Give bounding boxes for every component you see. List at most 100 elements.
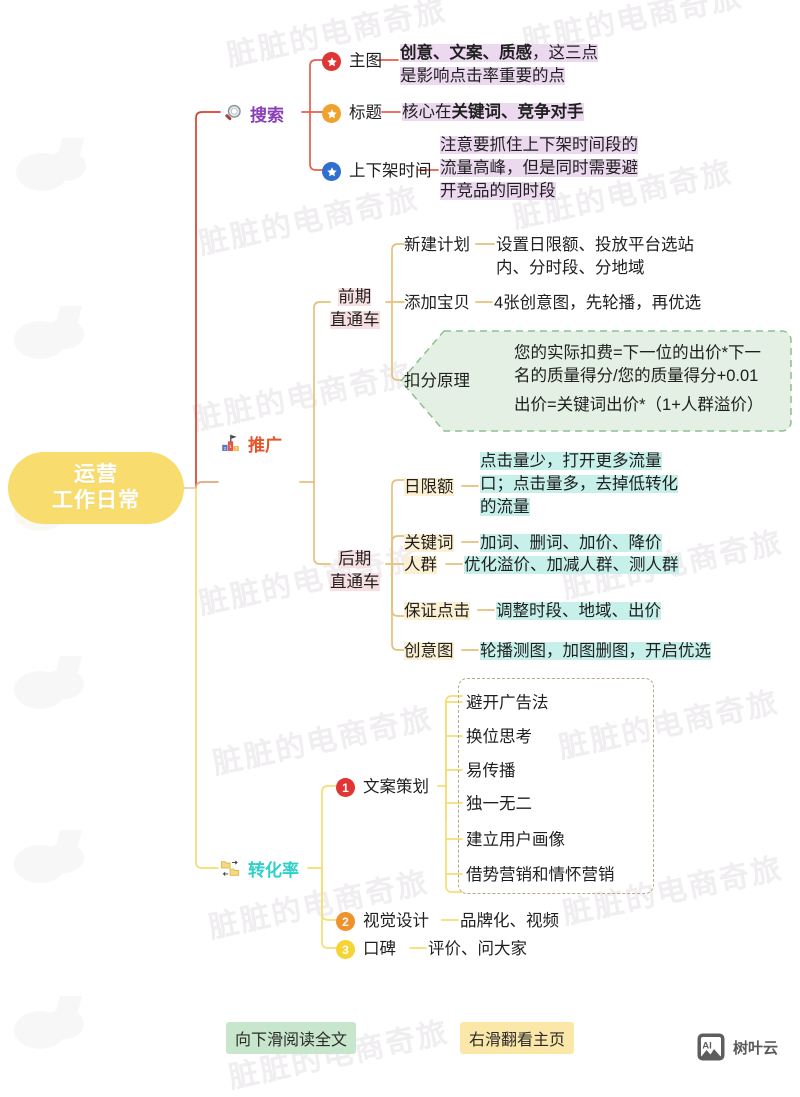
node-reputation[interactable]: 3 口碑 — [336, 938, 396, 961]
desc-line-2: 口；点击量多，去掉低转化 — [480, 475, 678, 494]
formula-line-2: 名的质量得分/您的质量得分+0.01 — [514, 367, 759, 386]
brand-name: 树叶云 — [733, 1039, 779, 1057]
brand-logo[interactable]: AI 树叶云 — [696, 1032, 778, 1062]
sub-avoid-ad-law[interactable]: 避开广告法 — [466, 694, 549, 712]
node-deduction-label[interactable]: 扣分原理 — [404, 372, 470, 390]
branch-search[interactable]: 搜索 — [222, 101, 284, 126]
node-reputation-desc: 评价、问大家 — [428, 940, 527, 958]
node-daily-budget-desc: 点击量少，打开更多流量 口；点击量多，去掉低转化 的流量 — [480, 450, 740, 519]
label-text: 创意图 — [404, 642, 454, 660]
number-badge-1: 1 — [336, 778, 355, 798]
group-early-ztc-title[interactable]: 前期 直通车 — [330, 286, 380, 332]
node-copywriting-label: 文案策划 — [363, 778, 429, 796]
node-title[interactable]: 标题 — [322, 102, 382, 125]
group-title-line-2: 直通车 — [330, 573, 380, 592]
desc-line-1: 调整时段、地域、出价 — [496, 602, 661, 620]
desc-line-3: 开竞品的同时段 — [440, 182, 556, 201]
desc-line-1: 注意要抓住上下架时间段的 — [440, 136, 638, 154]
root-line-2: 工作日常 — [52, 489, 140, 512]
desc-line-2: 流量高峰，但是同时需要避 — [440, 159, 638, 178]
branch-conversion-label: 转化率 — [248, 861, 299, 880]
node-add-product-desc: 4张创意图，先轮播，再优选 — [494, 294, 702, 312]
node-visual-design-label: 视觉设计 — [363, 912, 429, 930]
desc-line-1: 轮播测图，加图删图，开启优选 — [480, 642, 711, 660]
node-creative-image-label[interactable]: 创意图 — [404, 640, 454, 663]
label-text: 关键词 — [404, 534, 454, 552]
sub-user-persona[interactable]: 建立用户画像 — [466, 831, 565, 849]
sub-unique[interactable]: 独一无二 — [466, 795, 532, 813]
branch-search-label: 搜索 — [250, 106, 284, 125]
node-new-plan-desc: 设置日限额、投放平台选站 内、分时段、分地域 — [496, 234, 766, 280]
node-main-image[interactable]: 主图 — [322, 50, 382, 73]
desc-line-1: 优化溢价、加减人群、测人群 — [464, 556, 679, 574]
desc-line-1: 点击量少，打开更多流量 — [480, 452, 662, 470]
node-listing-time-label: 上下架时间 — [349, 162, 432, 180]
root-line-1: 运营 — [74, 462, 118, 486]
branch-promotion-label: 推广 — [248, 436, 282, 455]
star-badge-orange — [322, 104, 341, 124]
node-title-desc: 核心在关键词、竞争对手 — [402, 101, 584, 124]
branch-promotion[interactable]: 2 1 3 推广 — [220, 431, 282, 456]
scroll-hint-badge[interactable]: 向下滑阅读全文 — [226, 1022, 357, 1054]
node-bid-formula: 出价=关键词出价*（1+人群溢价） — [514, 396, 764, 414]
number-badge-2: 2 — [336, 912, 355, 932]
node-visual-design-desc: 品牌化、视频 — [460, 912, 559, 930]
node-copywriting[interactable]: 1 文案策划 — [336, 776, 429, 799]
group-title-line-2: 直通车 — [330, 311, 380, 330]
desc-line-1: 加词、删词、加价、降价 — [480, 534, 662, 552]
copywriting-subbox — [458, 678, 654, 894]
group-title-line-1: 后期 — [338, 550, 372, 568]
node-audience-label[interactable]: 人群 — [404, 554, 437, 577]
node-daily-budget-label[interactable]: 日限额 — [404, 476, 454, 499]
desc-plain: 核心在 — [402, 103, 452, 121]
node-guarantee-click-label[interactable]: 保证点击 — [404, 600, 470, 623]
number-badge-3: 3 — [336, 940, 355, 960]
folder-transfer-icon — [221, 860, 240, 876]
node-listing-time-desc: 注意要抓住上下架时间段的 流量高峰，但是同时需要避 开竞品的同时段 — [440, 134, 692, 203]
star-badge-blue — [322, 162, 341, 182]
desc-line-2: 内、分时段、分地域 — [496, 259, 645, 278]
node-title-label: 标题 — [349, 104, 382, 122]
node-audience-desc: 优化溢价、加减人群、测人群 — [464, 554, 679, 577]
sub-empathy[interactable]: 换位思考 — [466, 728, 532, 746]
desc-line-3: 的流量 — [480, 498, 530, 517]
desc-rest: ，这三点 — [532, 44, 598, 62]
node-keyword-desc: 加词、删词、加价、降价 — [480, 532, 662, 555]
label-text: 日限额 — [404, 478, 454, 496]
deduction-principle-box — [400, 330, 792, 432]
desc-bold: 创意、文案、质感 — [400, 44, 532, 62]
swipe-hint-badge[interactable]: 右滑翻看主页 — [460, 1022, 575, 1054]
group-title-line-1: 前期 — [338, 288, 372, 306]
root-node[interactable]: 运营 工作日常 — [8, 452, 184, 524]
label-text: 人群 — [404, 556, 437, 574]
node-main-image-label: 主图 — [349, 52, 382, 70]
label-text: 保证点击 — [404, 602, 470, 620]
svg-text:2: 2 — [224, 446, 227, 451]
branch-conversion[interactable]: 转化率 — [220, 856, 299, 881]
node-visual-design[interactable]: 2 视觉设计 — [336, 910, 429, 933]
svg-text:1: 1 — [229, 444, 232, 449]
sub-easy-spread[interactable]: 易传播 — [466, 762, 516, 780]
node-add-product-label[interactable]: 添加宝贝 — [404, 294, 470, 312]
node-reputation-label: 口碑 — [363, 940, 396, 958]
svg-text:AI: AI — [702, 1041, 712, 1052]
star-badge-red — [322, 52, 341, 72]
node-creative-image-desc: 轮播测图，加图删图，开启优选 — [480, 640, 711, 663]
node-new-plan-label[interactable]: 新建计划 — [404, 236, 470, 254]
sub-trend-emotion-mkt[interactable]: 借势营销和情怀营销 — [466, 866, 615, 884]
desc-line-1: 设置日限额、投放平台选站 — [496, 236, 694, 254]
desc-bold: 关键词、竞争对手 — [451, 103, 584, 121]
node-main-image-desc: 创意、文案、质感，这三点 是影响点击率重要的点 — [400, 42, 650, 88]
magnifier-icon — [225, 104, 241, 121]
node-deduction-desc: 您的实际扣费=下一位的出价*下一 名的质量得分/您的质量得分+0.01 — [514, 342, 800, 388]
svg-text:3: 3 — [235, 446, 238, 451]
ai-image-icon: AI — [697, 1033, 725, 1061]
formula-line-1: 您的实际扣费=下一位的出价*下一 — [514, 344, 762, 362]
desc-line-2: 是影响点击率重要的点 — [400, 67, 565, 86]
group-late-ztc-title[interactable]: 后期 直通车 — [330, 548, 380, 594]
node-listing-time[interactable]: 上下架时间 — [322, 160, 432, 183]
podium-icon: 2 1 3 — [222, 434, 239, 451]
node-keyword-label[interactable]: 关键词 — [404, 532, 454, 555]
